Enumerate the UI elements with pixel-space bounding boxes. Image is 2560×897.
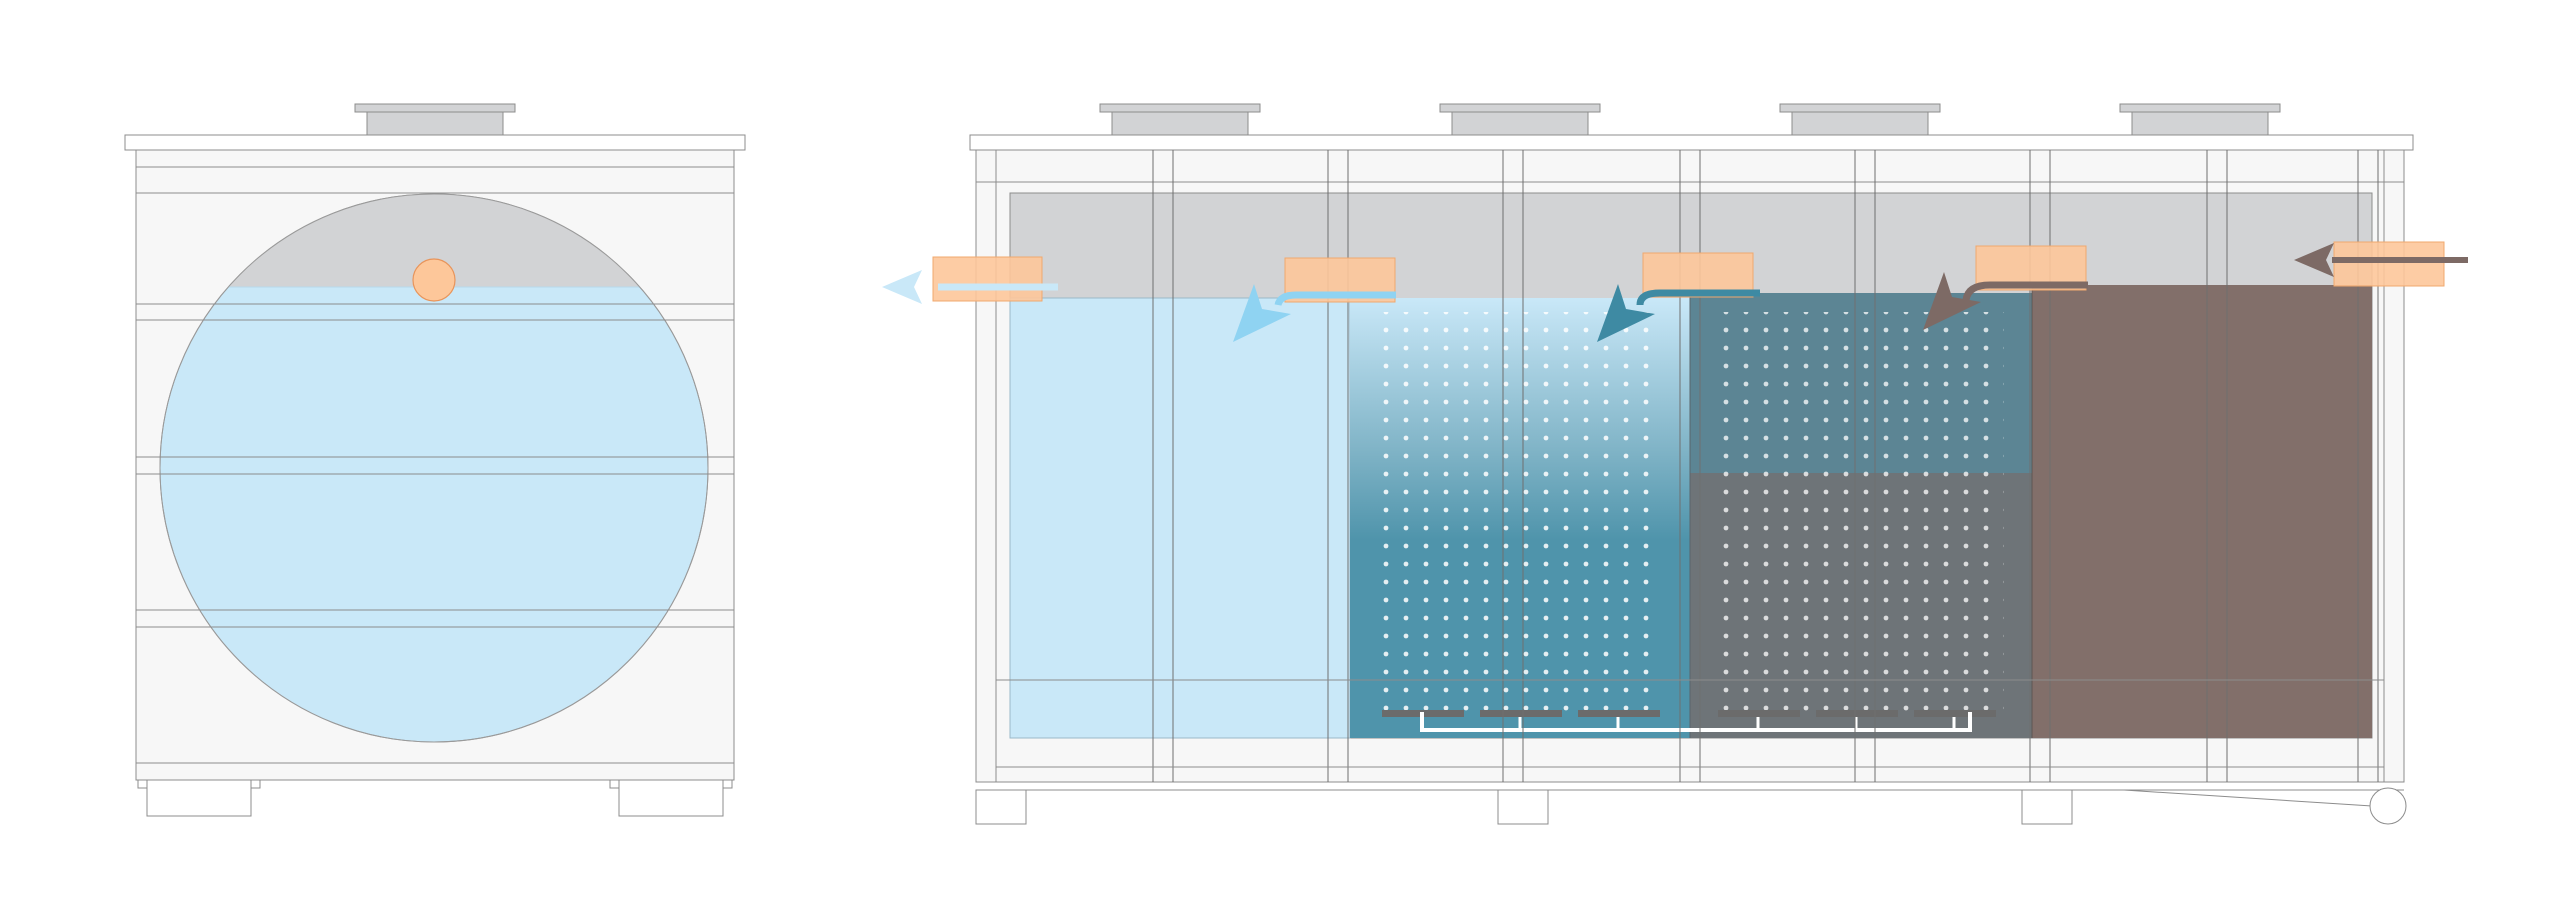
end-inlet-port [412, 258, 456, 302]
side-view [882, 103, 2468, 825]
pipe-fitting-outlet [932, 256, 1043, 302]
side-riser-flange [1099, 103, 1261, 113]
side-riser-flange [1439, 103, 1601, 113]
flow-pipe-transfer-3 [1962, 281, 2088, 301]
side-foot [1497, 789, 1549, 825]
chamber-anoxic-media-dots [1718, 312, 2004, 712]
flow-arrow-transfer-1 [1233, 284, 1291, 342]
wheel-tow-bar [2123, 789, 2373, 807]
flow-arrow-transfer-3 [1923, 272, 1981, 330]
flow-arrow-outlet [882, 270, 922, 304]
air-supply-pipe [1420, 712, 1972, 732]
end-top-lid [124, 134, 746, 151]
pipe-fitting-inlet [2333, 241, 2445, 287]
wheel [2369, 787, 2407, 825]
diffuser-bar [1578, 710, 1660, 717]
flow-pipe-transfer-1 [1274, 291, 1396, 307]
side-riser-flange [2119, 103, 2281, 113]
flow-arrow-transfer-2 [1597, 284, 1655, 342]
side-riser-flange [1779, 103, 1941, 113]
diffuser-bar [1480, 710, 1562, 717]
end-riser-flange [354, 103, 516, 113]
end-view [124, 103, 746, 817]
chamber-settling [2032, 285, 2372, 738]
flow-pipe-transfer-2 [1636, 289, 1760, 306]
end-foot-right [618, 779, 724, 817]
flow-arrow-inlet [2294, 243, 2334, 277]
diffuser-bar [1914, 710, 1996, 717]
chamber-aerobic-media-dots [1382, 312, 1662, 712]
side-foot [975, 789, 1027, 825]
end-foot-left [146, 779, 252, 817]
side-foot [2021, 789, 2073, 825]
diffuser-bar [1718, 710, 1800, 717]
chamber-clear-water [1009, 297, 1351, 739]
end-circular-tank-outline [159, 193, 709, 743]
diffuser-bar [1816, 710, 1898, 717]
side-top-lid [969, 134, 2414, 151]
